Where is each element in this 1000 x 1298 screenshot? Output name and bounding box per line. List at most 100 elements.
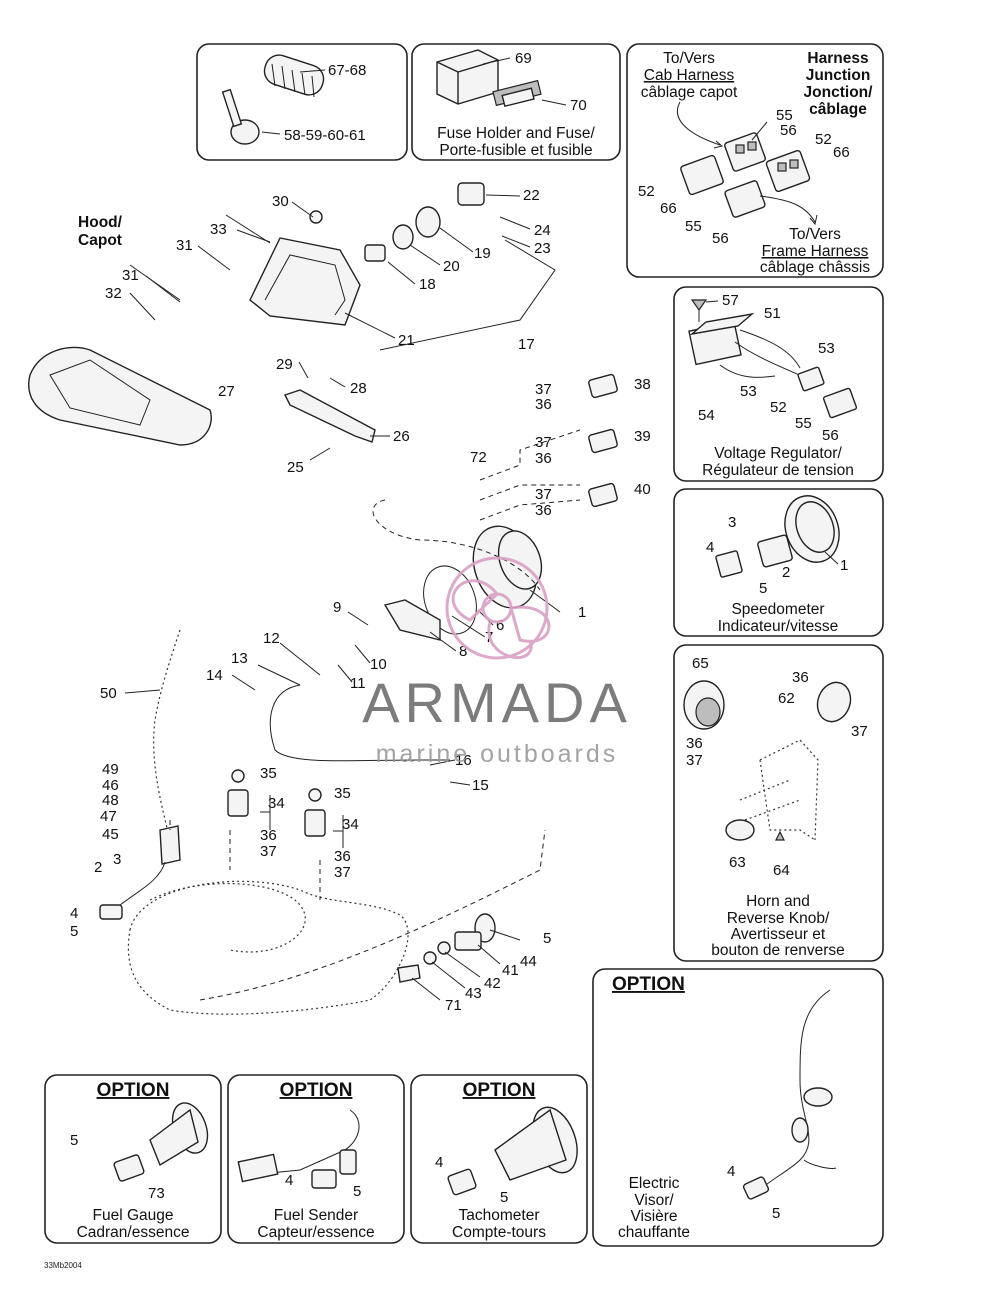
fuse-caption-fr: Porte-fusible et fusible [439, 142, 592, 159]
fuel-gauge-option-title: OPTION [97, 1080, 170, 1101]
main-label-30: 30 [272, 193, 289, 210]
main-label-48: 48 [102, 792, 119, 809]
jn-label-55b: 55 [685, 218, 702, 235]
main-label-27: 27 [218, 383, 235, 400]
main-label-22: 22 [523, 187, 540, 204]
visor-label-4: 4 [727, 1163, 735, 1180]
main-label-4: 4 [70, 905, 78, 922]
main-label-5b: 5 [543, 930, 551, 947]
junction-connectors [680, 132, 818, 226]
hn-label-62: 62 [778, 690, 795, 707]
main-label-35a: 35 [260, 765, 277, 782]
jn-label-52a: 52 [815, 131, 832, 148]
jn-label-56a: 56 [780, 122, 797, 139]
hn-label-36a: 36 [792, 669, 809, 686]
watermark-subtitle: marine outboards [376, 740, 619, 768]
panel-horn-reverse-knob: 65 36 62 37 36 37 63 64 Horn and Reverse… [673, 644, 884, 962]
main-label-72: 72 [470, 449, 487, 466]
watermark: ARMADA marine outboards [362, 556, 627, 768]
main-label-47: 47 [100, 808, 117, 825]
main-label-34b: 34 [342, 816, 359, 833]
junction-title-1: Harness [807, 50, 868, 67]
to-frame-line2: Frame Harness [762, 243, 869, 260]
fg-caption-en: Fuel Gauge [93, 1207, 174, 1224]
label-70: 70 [570, 97, 587, 114]
main-label-26: 26 [393, 428, 410, 445]
main-label-11: 11 [350, 675, 366, 692]
sp-label-1: 1 [840, 557, 848, 574]
jn-label-52b: 52 [638, 183, 655, 200]
main-label-17: 17 [518, 336, 535, 353]
main-label-12: 12 [263, 630, 280, 647]
junction-title-2: Junction [806, 67, 871, 84]
main-label-38: 38 [634, 376, 651, 393]
main-label-19: 19 [474, 245, 491, 262]
main-label-2: 2 [94, 859, 102, 876]
hn-label-64: 64 [773, 862, 790, 879]
visor-caption-4: chauffante [618, 1224, 690, 1241]
sp-label-4: 4 [706, 539, 714, 556]
to-cab-line1: To/Vers [663, 50, 715, 67]
sp-caption-en: Speedometer [731, 601, 824, 618]
main-label-10: 10 [370, 656, 387, 673]
fs-label-5: 5 [353, 1183, 361, 1200]
vr-label-51: 51 [764, 305, 781, 322]
drawing-code: 33Mb2004 [44, 1261, 82, 1270]
main-label-25: 25 [287, 459, 304, 476]
tach-caption-fr: Compte-tours [452, 1224, 546, 1241]
main-label-34a: 34 [268, 795, 285, 812]
main-label-36e: 36 [334, 848, 351, 865]
vr-caption-en: Voltage Regulator/ [714, 445, 842, 462]
fg-caption-fr: Cadran/essence [77, 1224, 190, 1241]
main-label-24: 24 [534, 222, 551, 239]
main-label-37e: 37 [334, 864, 351, 881]
fs-caption-fr: Capteur/essence [257, 1224, 374, 1241]
visor-caption-1: Electric [629, 1175, 680, 1192]
label-69: 69 [515, 50, 532, 67]
vr-label-56: 56 [822, 427, 839, 444]
panel-harness-junction: To/Vers Cab Harness câblage capot Harnes… [626, 43, 884, 278]
label-58-59-60-61: 58-59-60-61 [284, 127, 366, 144]
visor-label-5: 5 [772, 1205, 780, 1222]
main-label-36b: 36 [535, 450, 552, 467]
main-label-6: 6 [496, 617, 504, 634]
hn-label-36b: 36 [686, 735, 703, 752]
console-outline [127, 880, 409, 1015]
main-label-32: 32 [105, 285, 122, 302]
tachometer-option-title: OPTION [463, 1080, 536, 1101]
junction-title-3: Jonction/ [804, 84, 874, 101]
main-label-49: 49 [102, 761, 119, 778]
fg-label-5: 5 [70, 1132, 78, 1149]
vr-label-57: 57 [722, 292, 739, 309]
visor-option-title: OPTION [612, 974, 685, 995]
fs-label-4: 4 [285, 1172, 293, 1189]
main-label-23: 23 [534, 240, 551, 257]
jn-label-56b: 56 [712, 230, 729, 247]
panel-option-fuel-gauge: OPTION 5 73 Fuel Gauge Cadran/essence [44, 1074, 222, 1244]
junction-title-4: câblage [809, 101, 867, 118]
main-label-37c: 37 [535, 486, 552, 503]
hn-label-65: 65 [692, 655, 709, 672]
main-label-37d: 37 [260, 843, 277, 860]
label-67-68: 67-68 [328, 62, 366, 79]
main-label-28: 28 [350, 380, 367, 397]
hood-label-fr: Capot [78, 232, 122, 249]
fs-caption-en: Fuel Sender [274, 1207, 358, 1224]
main-label-44: 44 [520, 953, 537, 970]
main-label-31a: 31 [176, 237, 193, 254]
fg-label-73: 73 [148, 1185, 165, 1202]
tach-label-5: 5 [500, 1189, 508, 1206]
horn-caption-4: bouton de renverse [711, 942, 845, 959]
main-label-35b: 35 [334, 785, 351, 802]
panel-cover-tie: 67-68 58-59-60-61 [196, 43, 408, 161]
tach-label-4: 4 [435, 1154, 443, 1171]
main-label-46: 46 [102, 777, 119, 794]
main-label-36a: 36 [535, 396, 552, 413]
sp-label-3: 3 [728, 514, 736, 531]
to-cab-line3: câblage capot [641, 84, 738, 101]
jn-label-55a: 55 [776, 107, 793, 124]
main-label-42: 42 [484, 975, 501, 992]
hn-label-37a: 37 [851, 723, 868, 740]
main-label-37b: 37 [535, 434, 552, 451]
main-label-15: 15 [472, 777, 489, 794]
